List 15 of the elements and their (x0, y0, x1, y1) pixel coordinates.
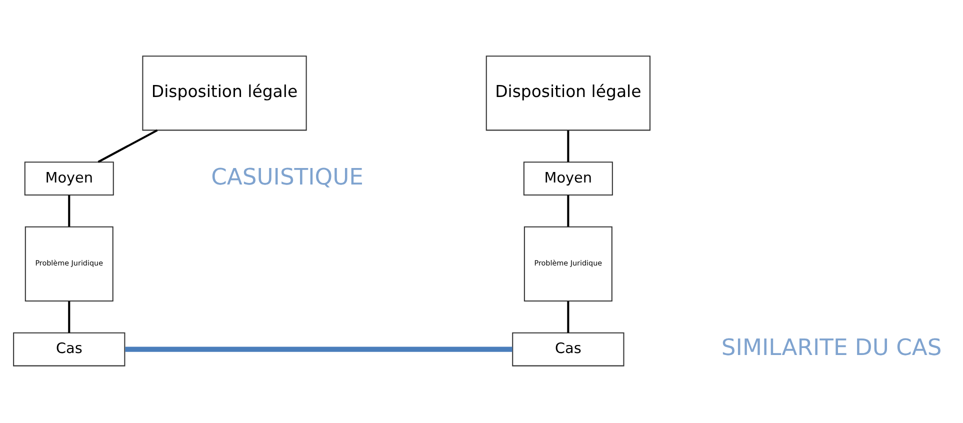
connector (566, 130, 569, 162)
node-box: Moyen (24, 161, 114, 196)
node-box: Cas (12, 332, 125, 366)
node-box: Moyen (522, 161, 612, 196)
connector (97, 128, 158, 162)
connector (124, 346, 512, 352)
label: CASUISTIQUE (210, 164, 363, 190)
connector (566, 300, 569, 332)
label: SIMILARITE DU CAS (720, 334, 942, 361)
connector (68, 300, 70, 332)
node-box: Cas (512, 332, 624, 366)
node-box: Disposition légale (485, 55, 650, 130)
connector (566, 194, 569, 226)
connector (68, 194, 70, 226)
node-box: Disposition légale (142, 55, 306, 130)
